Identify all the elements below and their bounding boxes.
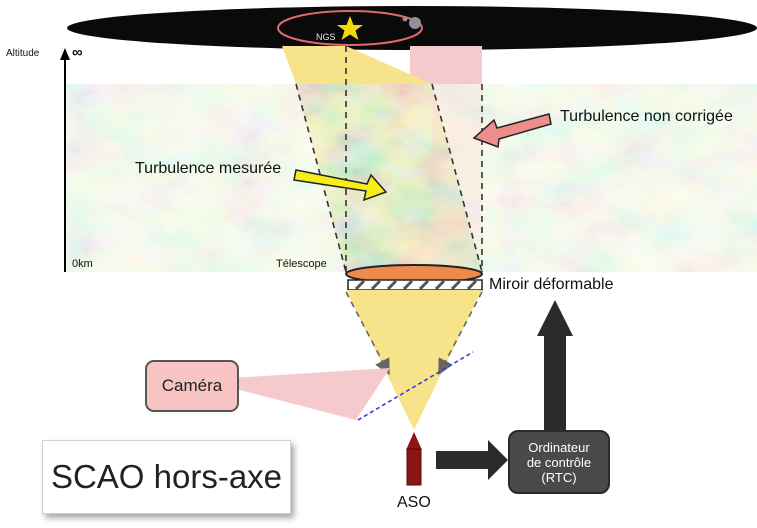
measured-beam-upper — [282, 46, 432, 84]
mirror-command-arrow-head — [537, 300, 573, 336]
axis-altitude-label: Altitude — [6, 48, 40, 59]
wfs-to-rtc-arrow-shaft — [436, 451, 492, 469]
altitude-axis-arrowhead — [60, 48, 70, 60]
beam-edges — [295, 46, 483, 273]
diagram-title: SCAO hors-axe — [50, 458, 283, 495]
camera-label: Caméra — [161, 376, 223, 395]
focused-beam — [346, 290, 482, 430]
rtc-box: Ordinateur de contrôle (RTC) — [508, 430, 610, 494]
axis-zero-label: 0km — [72, 258, 93, 270]
turbulence-uncorrected-label: Turbulence non corrigée — [560, 108, 733, 125]
wfs-body — [406, 448, 422, 486]
planet-icon — [409, 17, 421, 29]
dichroic-line — [357, 351, 474, 421]
mirror-command-arrow-shaft — [544, 332, 566, 432]
measured-turbulence-arrow — [293, 169, 388, 202]
telescope-label: Télescope — [276, 258, 327, 270]
ngs-label: NGS — [316, 32, 336, 42]
deformable-mirror — [345, 264, 483, 291]
deformable-mirror-label: Miroir déformable — [489, 276, 614, 293]
rtc-line-2: de contrôle — [526, 454, 592, 470]
uncorrected-beam-upper — [410, 46, 482, 84]
uncorrected-turbulence-arrow — [472, 113, 552, 149]
camera-box: Caméra — [145, 360, 239, 412]
camera-beam — [232, 368, 390, 420]
ngs-circle — [277, 10, 423, 46]
title-box: SCAO hors-axe — [42, 440, 291, 514]
rtc-line-3: (RTC) — [541, 469, 577, 485]
axis-infinity-label: ∞ — [72, 44, 83, 61]
star-icon — [337, 16, 363, 40]
wfs-tip — [406, 432, 422, 450]
wfs-label: ASO — [397, 494, 431, 511]
turbulence-measured-label: Turbulence mesurée — [135, 160, 282, 177]
wfs-to-rtc-arrow-head — [488, 440, 508, 480]
rtc-line-1: Ordinateur — [528, 439, 590, 455]
